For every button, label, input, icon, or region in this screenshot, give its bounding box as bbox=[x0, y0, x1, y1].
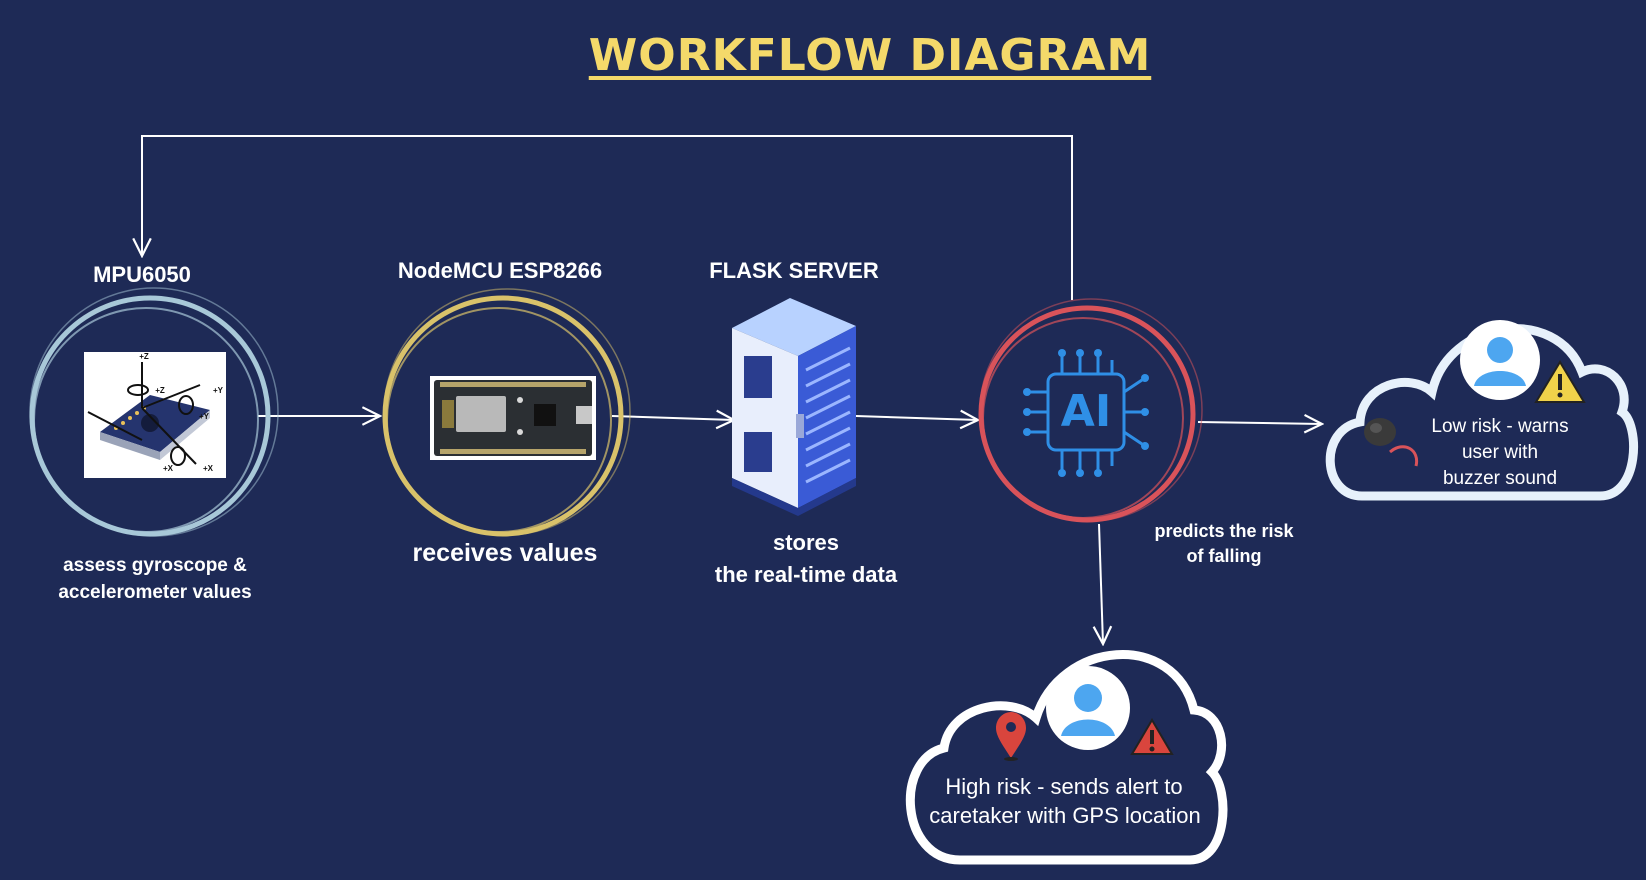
mpu6050-label: MPU6050 bbox=[93, 262, 191, 287]
ai-caption-line2: of falling bbox=[1186, 546, 1262, 566]
nodemcu-board-image bbox=[430, 376, 596, 460]
nodemcu-ring bbox=[382, 288, 631, 537]
low-risk-text-line2: user with bbox=[1461, 442, 1539, 463]
mpu6050-sensor-image bbox=[84, 352, 226, 478]
mpu6050-caption-line2: accelerometer values bbox=[58, 582, 252, 603]
mpu-axis-label-x1: +X bbox=[162, 464, 173, 473]
nodemcu-caption: receives values bbox=[412, 539, 598, 567]
mpu-axis-label-z2: +Z bbox=[155, 386, 165, 395]
ai-chip-text: AI bbox=[1060, 386, 1112, 437]
high-risk-warning-icon bbox=[1130, 718, 1174, 755]
low-risk-warning-icon bbox=[1534, 360, 1586, 403]
mpu6050-caption-line1: assess gyroscope & bbox=[63, 555, 247, 576]
nodemcu-label: NodeMCU ESP8266 bbox=[397, 258, 603, 283]
high-risk-user-avatar bbox=[1046, 666, 1130, 750]
diagram-title: WORKFLOW DIAGRAM bbox=[588, 30, 1152, 81]
feedback-loop-arrow bbox=[142, 135, 1073, 300]
mpu-axis-label-x2: +X bbox=[202, 464, 213, 473]
high-risk-text-line2: caretaker with GPS location bbox=[929, 803, 1201, 828]
arrow-nodemcu-to-flask bbox=[611, 416, 734, 420]
arrow-flask-to-ai bbox=[855, 416, 978, 420]
mpu-axis-label-z1: +Z bbox=[139, 352, 149, 361]
flask-server-rack-icon bbox=[732, 298, 856, 516]
ai-ring bbox=[978, 298, 1203, 523]
mpu6050-ring bbox=[29, 287, 279, 537]
flask-caption-line2: the real-time data bbox=[714, 562, 898, 587]
gps-location-pin-icon bbox=[996, 712, 1026, 761]
low-risk-user-avatar bbox=[1460, 320, 1540, 400]
high-risk-text-line1: High risk - sends alert to bbox=[945, 774, 1183, 799]
low-risk-text-line1: Low risk - warns bbox=[1431, 416, 1569, 437]
flask-server-label: FLASK SERVER bbox=[709, 258, 879, 283]
mpu-axis-label-y2: +Y bbox=[198, 412, 209, 421]
low-risk-text-line3: buzzer sound bbox=[1442, 468, 1558, 489]
high-risk-cloud bbox=[905, 650, 1228, 865]
arrow-ai-to-high-risk bbox=[1099, 523, 1103, 644]
arrow-ai-to-low-risk bbox=[1197, 422, 1322, 424]
flask-caption-line1: stores bbox=[772, 530, 840, 555]
ai-caption-line1: predicts the risk bbox=[1154, 521, 1294, 541]
buzzer-icon bbox=[1364, 418, 1419, 467]
ai-chip-icon bbox=[1023, 349, 1149, 477]
mpu-axis-label-y1: +Y bbox=[212, 386, 223, 395]
